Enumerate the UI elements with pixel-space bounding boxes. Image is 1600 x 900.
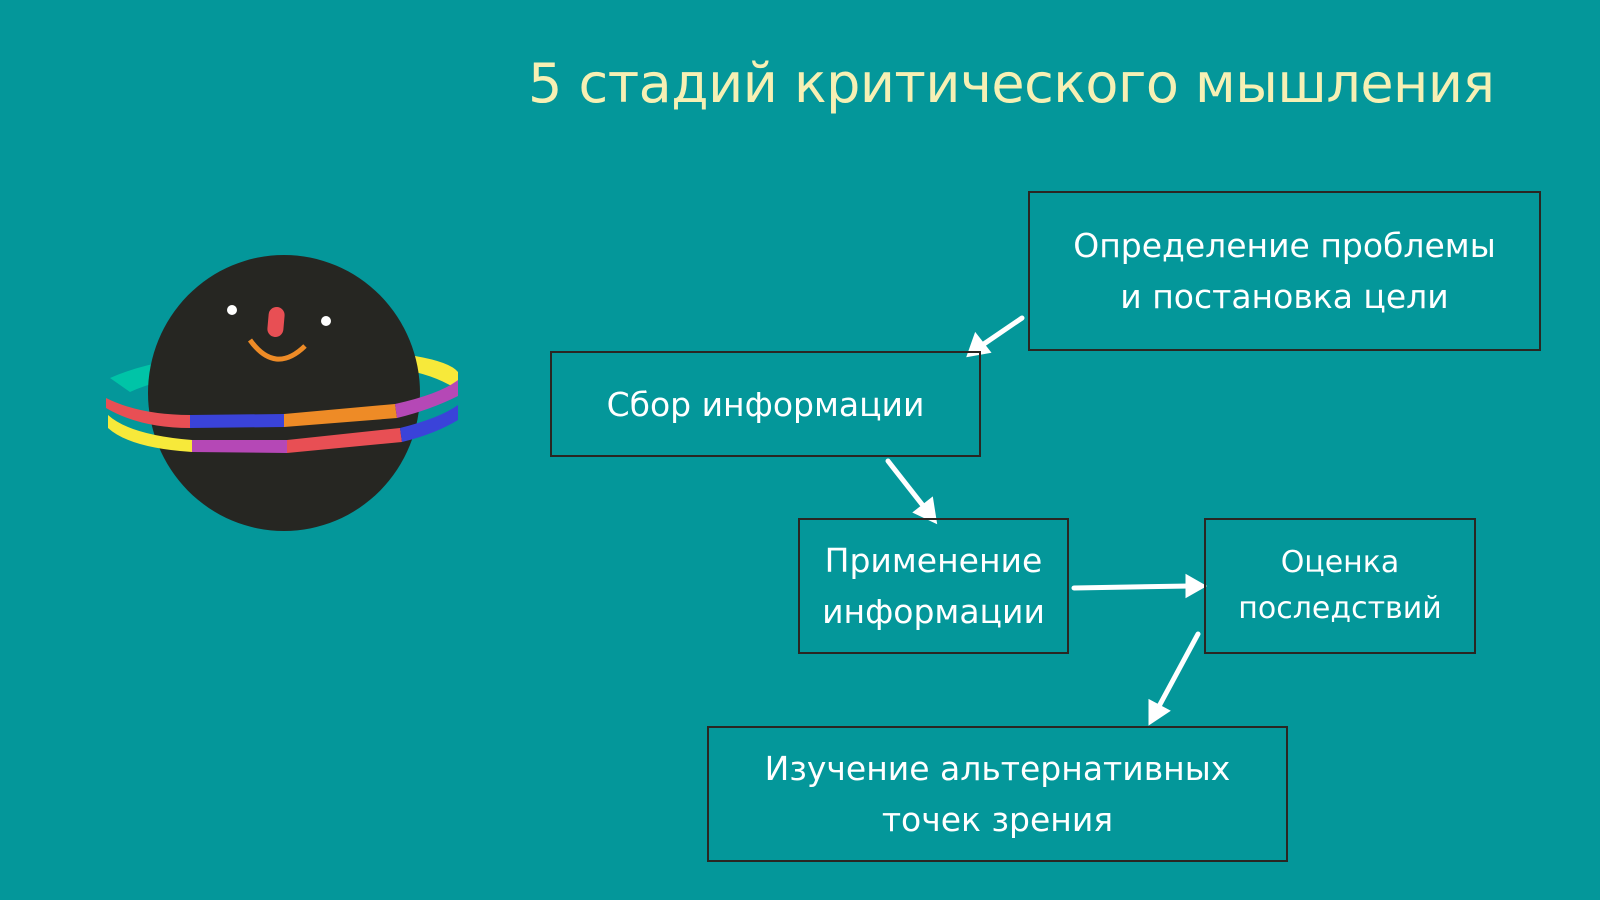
stage-text: и постановка цели xyxy=(1120,277,1449,316)
stage-text: Применение xyxy=(824,541,1043,580)
stage-text: Оценка xyxy=(1280,545,1400,580)
planet-icon xyxy=(106,255,458,531)
stage-box-alternative-viewpoints: Изучение альтернативных точек зрения xyxy=(707,726,1288,862)
stage-text: информации xyxy=(822,592,1045,631)
stage-text: Определение проблемы xyxy=(1073,226,1496,265)
arrow-3-to-4 xyxy=(1071,573,1208,599)
arrow-1-to-2 xyxy=(966,315,1025,358)
arrow-2-to-3 xyxy=(885,458,938,525)
stage-box-problem-definition: Определение проблемы и постановка цели xyxy=(1028,191,1541,351)
stage-text: Сбор информации xyxy=(606,384,925,424)
page-title: 5 стадий критического мышления xyxy=(528,52,1495,115)
stage-box-information-application: Применение информации xyxy=(798,518,1069,654)
stage-box-information-gathering: Сбор информации xyxy=(550,351,981,457)
stage-text: последствий xyxy=(1238,591,1442,626)
stage-text: Изучение альтернативных xyxy=(764,749,1231,788)
stage-box-consequences-evaluation: Оценка последствий xyxy=(1204,518,1476,654)
stage-text: точек зрения xyxy=(881,800,1114,839)
arrow-4-to-5 xyxy=(1148,631,1201,726)
